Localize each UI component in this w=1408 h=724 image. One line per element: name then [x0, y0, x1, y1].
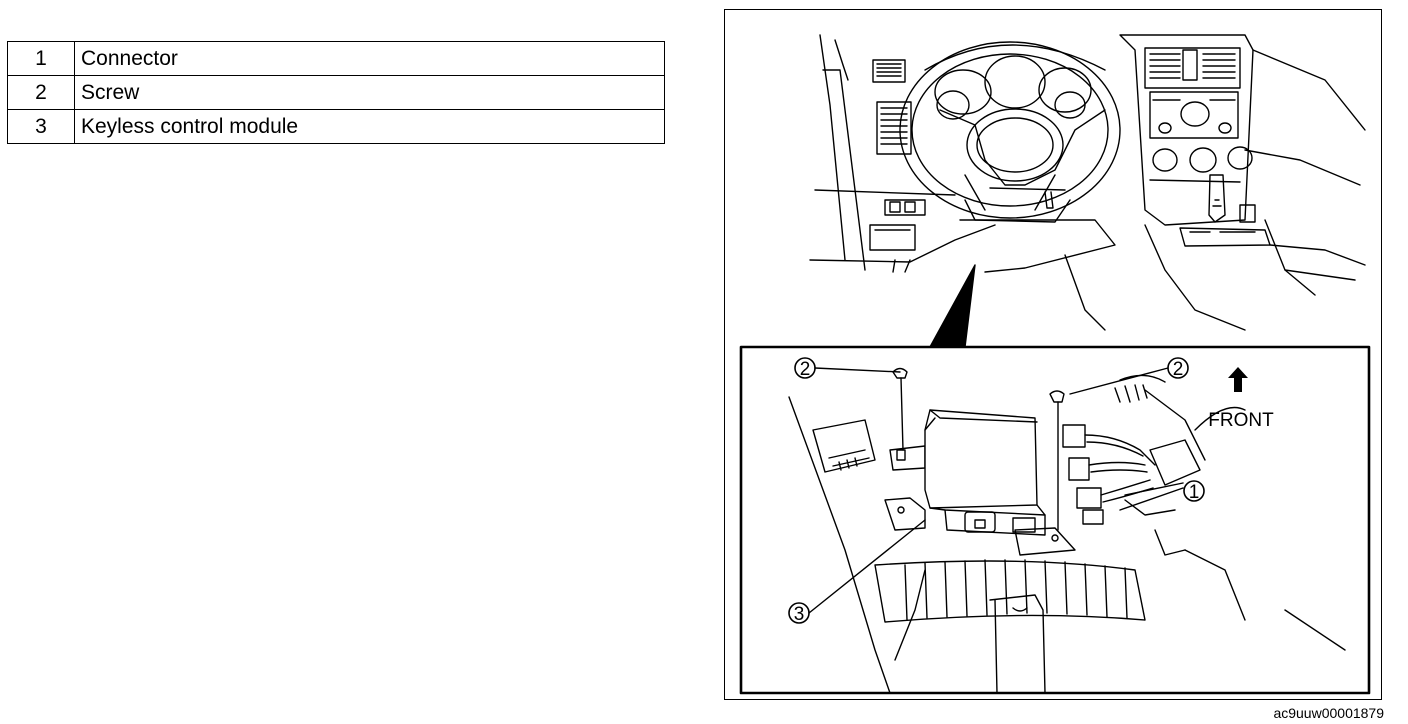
legend-description: Connector [74, 41, 665, 76]
legend-description: Screw [74, 75, 665, 110]
module-detail-drawing [788, 367, 1346, 694]
callout-1: 1 [1183, 480, 1205, 503]
svg-text:2: 2 [800, 359, 811, 380]
dashboard-overview-drawing [809, 34, 1366, 348]
parts-legend-table: 1 Connector 2 Screw 3 Keyless control mo… [7, 41, 665, 144]
callout-2-left: 2 [794, 357, 816, 380]
legend-row: 1 Connector [7, 41, 665, 76]
svg-text:2: 2 [1173, 359, 1184, 380]
legend-number: 1 [7, 41, 75, 76]
figure-id: ac9uuw00001879 [1273, 705, 1384, 721]
legend-number: 3 [7, 109, 75, 144]
installation-figure: 2 2 1 3 FRONT [724, 9, 1382, 700]
front-label: FRONT [1208, 410, 1274, 431]
front-arrow-icon [1228, 367, 1248, 392]
legend-description: Keyless control module [74, 109, 665, 144]
callout-2-right: 2 [1167, 357, 1189, 380]
detail-inset-frame [739, 345, 1371, 695]
legend-number: 2 [7, 75, 75, 110]
legend-row: 3 Keyless control module [7, 109, 665, 144]
legend-row: 2 Screw [7, 75, 665, 110]
svg-text:1: 1 [1189, 482, 1200, 503]
svg-text:3: 3 [794, 604, 805, 625]
callout-3: 3 [788, 602, 810, 625]
